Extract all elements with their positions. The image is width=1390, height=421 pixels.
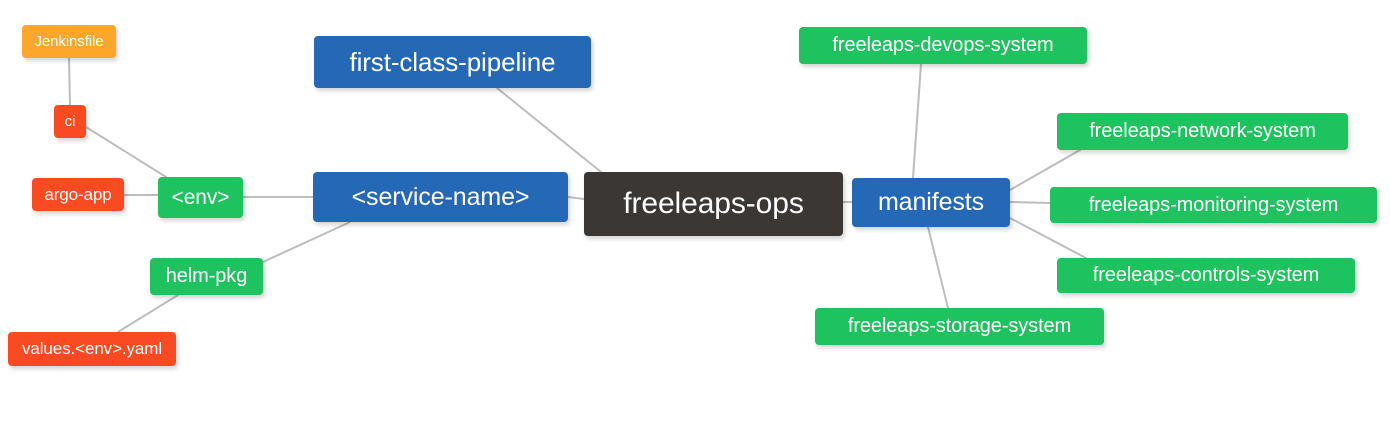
edge-manifests-to-freeleaps-devops-system — [912, 63, 922, 179]
node-service-name[interactable]: <service-name> — [313, 172, 568, 222]
node-jenkinsfile[interactable]: Jenkinsfile — [22, 25, 116, 58]
node-label: freeleaps-controls-system — [1092, 264, 1320, 286]
node-freeleaps-storage-system[interactable]: freeleaps-storage-system — [815, 308, 1104, 345]
node-ci[interactable]: ci — [54, 105, 86, 138]
node-label: freeleaps-monitoring-system — [1088, 193, 1339, 216]
node-label: argo-app — [44, 184, 112, 204]
node-label: Jenkinsfile — [34, 33, 104, 50]
node-label: helm-pkg — [165, 265, 248, 287]
node-argo-app[interactable]: argo-app — [32, 178, 124, 211]
edge-ci-to-jenkinsfile — [68, 57, 71, 106]
node-env[interactable]: <env> — [158, 177, 243, 218]
node-freeleaps-devops-system[interactable]: freeleaps-devops-system — [799, 27, 1087, 64]
node-manifests[interactable]: manifests — [852, 178, 1010, 227]
node-freeleaps-ops[interactable]: freeleaps-ops — [584, 172, 843, 236]
node-label: values.<env>.yaml — [21, 339, 163, 358]
node-label: freeleaps-storage-system — [847, 315, 1072, 337]
edge-freeleaps-ops-to-first-class-pipeline — [496, 87, 607, 177]
edge-env-to-ci — [85, 126, 167, 178]
node-helm-pkg[interactable]: helm-pkg — [150, 258, 263, 295]
node-label: freeleaps-devops-system — [832, 34, 1054, 56]
node-label: freeleaps-network-system — [1089, 120, 1316, 142]
edge-manifests-to-freeleaps-storage-system — [927, 226, 949, 309]
node-freeleaps-network-system[interactable]: freeleaps-network-system — [1057, 113, 1348, 150]
node-first-class-pipeline[interactable]: first-class-pipeline — [314, 36, 591, 88]
node-label: ci — [64, 113, 76, 130]
edge-service-name-to-helm-pkg — [262, 221, 351, 263]
edge-helm-pkg-to-values-env-yaml — [117, 294, 179, 333]
edge-manifests-to-freeleaps-network-system — [1009, 149, 1081, 191]
node-freeleaps-controls-system[interactable]: freeleaps-controls-system — [1057, 258, 1355, 293]
node-label: freeleaps-ops — [623, 187, 804, 220]
node-label: first-class-pipeline — [349, 46, 556, 77]
edge-freeleaps-ops-to-service-name — [567, 196, 585, 200]
node-label: <service-name> — [351, 182, 530, 211]
node-values-env-yaml[interactable]: values.<env>.yaml — [8, 332, 176, 366]
node-label: <env> — [171, 185, 230, 209]
node-label: manifests — [877, 188, 985, 216]
edge-manifests-to-freeleaps-monitoring-system — [1009, 201, 1051, 204]
edge-manifests-to-freeleaps-controls-system — [1009, 217, 1087, 259]
node-freeleaps-monitoring-system[interactable]: freeleaps-monitoring-system — [1050, 187, 1377, 223]
